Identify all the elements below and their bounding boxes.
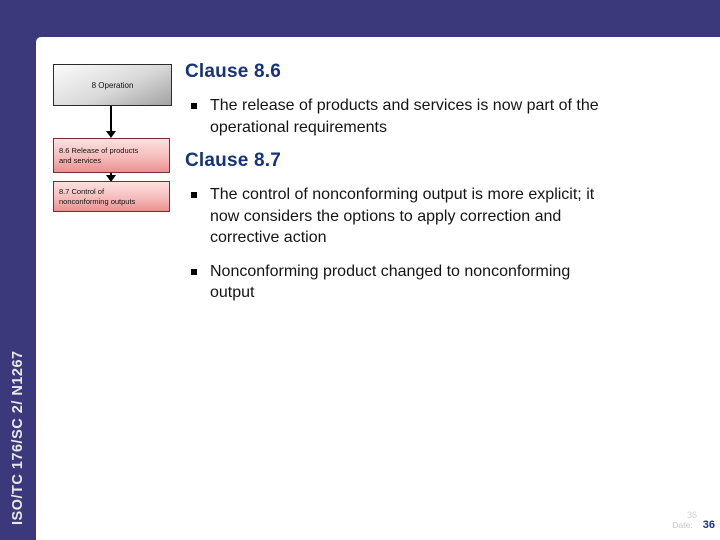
bullet-text: Nonconforming product changed to nonconf… — [210, 262, 571, 302]
square-bullet-icon — [191, 268, 197, 275]
flowchart-box-label: 8 Operation — [91, 80, 134, 90]
slide-content-area: 8 Operation 8.6 Release of products and … — [36, 37, 720, 540]
down-arrow-icon — [110, 106, 112, 132]
clause-8-6-heading: Clause 8.6 — [185, 61, 281, 82]
bullet-item: The release of products and services is … — [185, 95, 715, 138]
bullet-item: The control of nonconforming output is m… — [185, 184, 715, 249]
date-label: Date: — [672, 520, 693, 530]
flowchart-box-label: 8.6 Release of products and services — [59, 146, 139, 165]
document-reference-vertical-label: ISO/TC 176/SC 2/ N1267 — [10, 350, 26, 525]
down-arrow-icon — [110, 173, 112, 176]
bullet-text: The release of products and services is … — [210, 97, 599, 136]
slide-number-ghost: 36 — [686, 510, 697, 520]
bullet-text: The control of nonconforming output is m… — [210, 186, 595, 246]
flowchart-box-release: 8.6 Release of products and services — [53, 138, 170, 173]
clause-8-7-heading: Clause 8.7 — [185, 150, 281, 171]
down-arrow-icon — [106, 131, 116, 138]
footer-date-line: Date: 36 — [672, 519, 715, 531]
flowchart-box-operation: 8 Operation — [53, 64, 172, 106]
flowchart-box-label: 8.7 Control of nonconforming outputs — [59, 187, 136, 206]
down-arrow-icon — [106, 175, 116, 182]
slide-body: Clause 8.6 The release of products and s… — [185, 61, 715, 316]
flowchart-box-nonconforming: 8.7 Control of nonconforming outputs — [53, 181, 170, 212]
page-number: 36 — [702, 519, 715, 531]
square-bullet-icon — [191, 192, 197, 198]
square-bullet-icon — [191, 103, 197, 109]
bullet-item: Nonconforming product changed to nonconf… — [185, 261, 715, 304]
